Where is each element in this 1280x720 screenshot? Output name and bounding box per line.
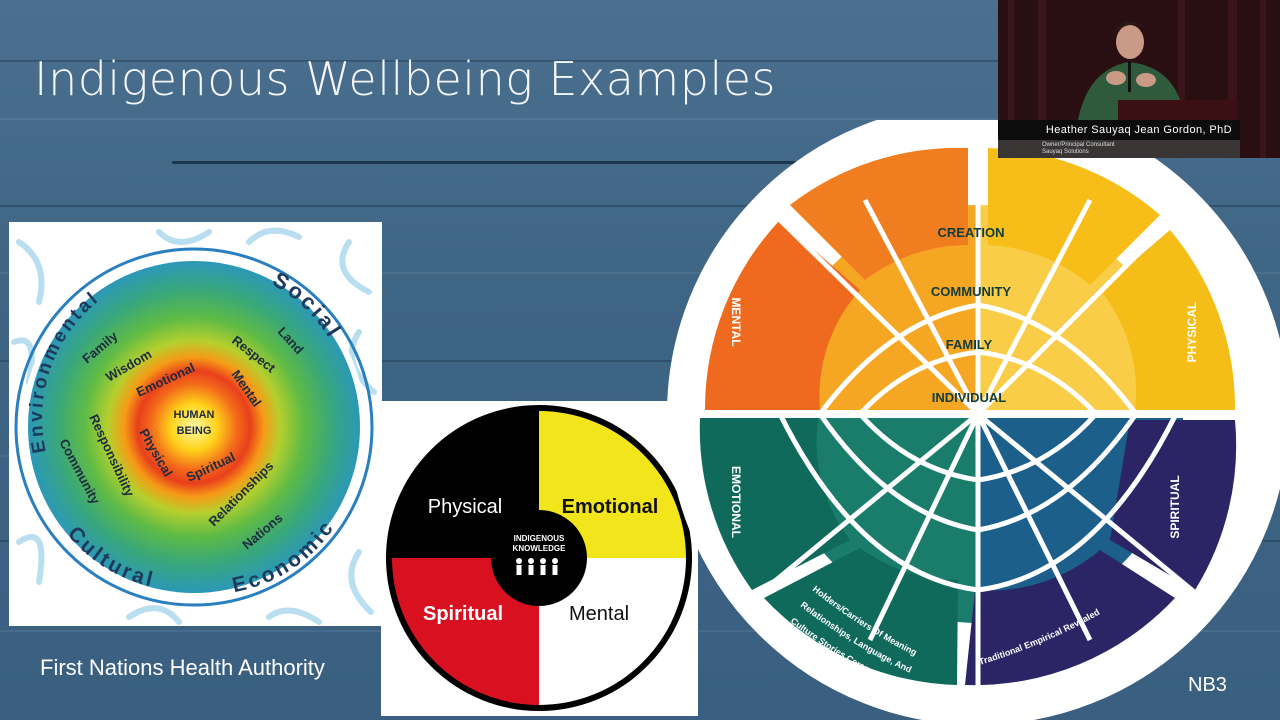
web-upper-half — [704, 147, 1236, 410]
wood-grain — [0, 118, 1280, 120]
speaker-org: Sauyaq Solutions — [1042, 149, 1089, 155]
decorative-ice-pattern — [11, 227, 377, 625]
web-level-family: FAMILY — [946, 337, 993, 352]
web-spokes — [690, 138, 1266, 695]
fnha-wellness-model: Environmental Social Economic Cultural F… — [9, 222, 382, 626]
web-level-community: COMMUNITY — [931, 284, 1011, 299]
fnha-caption: First Nations Health Authority — [40, 655, 325, 680]
web-side-mental: MENTAL — [729, 297, 743, 346]
web-level-individual: INDIVIDUAL — [932, 390, 1006, 405]
web-side-physical: PHYSICAL — [1185, 302, 1199, 363]
wood-grain — [0, 60, 1280, 62]
slide-title: Indigenous Wellbeing Examples — [34, 52, 776, 106]
web-side-spiritual: SPIRITUAL — [1168, 475, 1182, 538]
wood-grain — [0, 360, 1280, 362]
wood-grain — [0, 205, 1280, 207]
wheel-emotional-label: Emotional — [562, 496, 659, 518]
speaker-webcam: Heather Sauyaq Jean Gordon, PhD Owner/Pr… — [998, 0, 1280, 158]
wheel-physical-label: Physical — [428, 496, 502, 518]
wheel-mental-label: Mental — [569, 603, 629, 625]
wellbeing-web-wheel: CREATION COMMUNITY FAMILY INDIVIDUAL MEN… — [667, 120, 1280, 720]
medicine-wheel-panel: Physical Emotional Spiritual Mental INDI… — [381, 401, 698, 716]
people-icon — [516, 558, 558, 575]
speaker-title: Owner/Principal Consultant — [1042, 142, 1115, 148]
speaker-details: Owner/Principal Consultant Sauyaq Soluti… — [998, 140, 1240, 158]
wheel-center-line1: INDIGENOUS — [514, 534, 565, 543]
wood-grain — [0, 272, 1280, 274]
medicine-wheel: Physical Emotional Spiritual Mental INDI… — [386, 405, 692, 711]
slide-code: NB3 — [1188, 674, 1227, 696]
web-level-creation: CREATION — [938, 225, 1005, 240]
web-side-emotional: EMOTIONAL — [729, 466, 743, 538]
title-underline — [172, 161, 812, 164]
wheel-center-line2: KNOWLEDGE — [513, 544, 567, 553]
fnha-center-line2: BEING — [177, 425, 212, 437]
fnha-center-line1: HUMAN — [174, 409, 215, 421]
speaker-name: Heather Sauyaq Jean Gordon, PhD — [998, 120, 1240, 140]
wheel-spiritual-label: Spiritual — [423, 603, 503, 625]
fnha-wellness-diagram: Environmental Social Economic Cultural F… — [11, 227, 377, 625]
